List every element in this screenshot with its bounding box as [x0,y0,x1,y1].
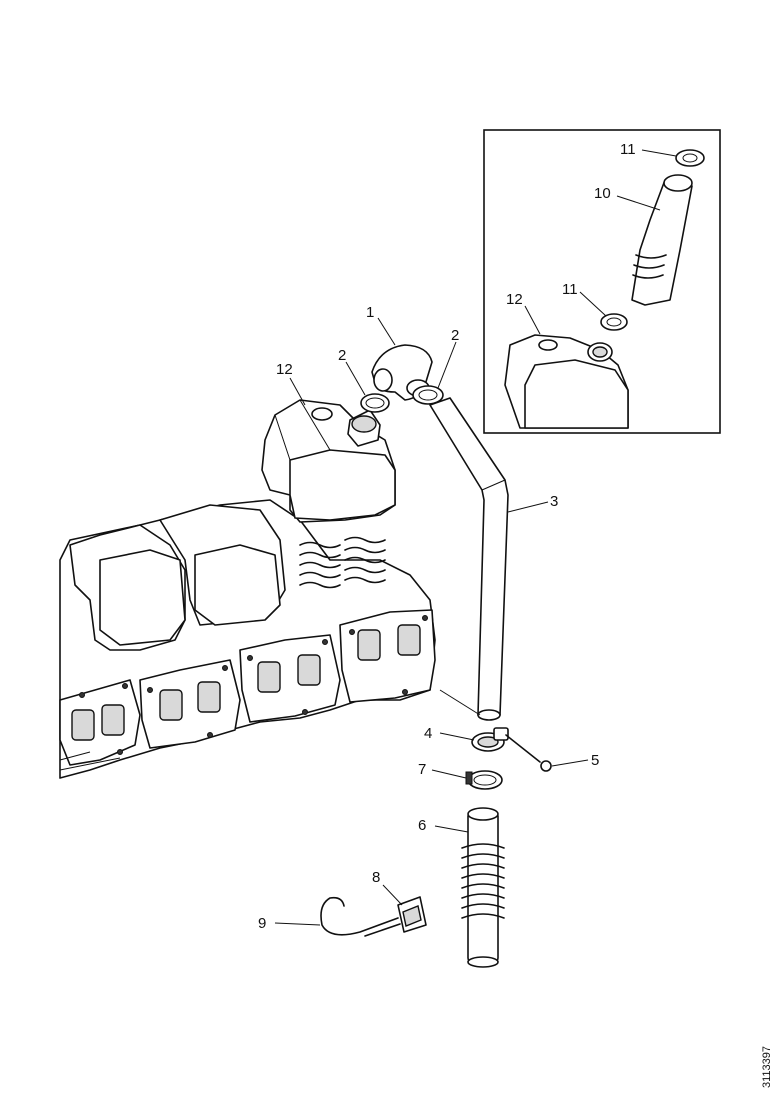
callout-11-top: 11 [620,141,636,158]
rocker-cover-housing [261,399,396,523]
callout-6: 6 [418,817,426,834]
callout-4: 4 [424,725,432,742]
callout-8: 8 [372,869,380,886]
document-number: 3113397 [761,1046,773,1088]
cable-tie [320,896,401,937]
callout-12-main: 12 [276,361,293,378]
callout-12-inset: 12 [506,291,523,308]
leader-lines [274,149,677,926]
callout-9: 9 [258,915,266,932]
callout-10: 10 [594,185,611,202]
callout-2-left: 2 [338,347,346,364]
callout-5: 5 [591,752,599,769]
callout-7: 7 [418,761,426,778]
inset-detail [483,129,721,434]
valve-springs [299,536,386,589]
hose-clamp-left [360,393,390,413]
hose-clip [465,770,503,790]
callout-2-right: 2 [451,327,459,344]
clamp-assembly [471,727,509,752]
engine-cylinder-heads [59,499,436,779]
callout-labels: 1 2 2 3 4 5 6 7 8 9 10 11 11 12 12 [258,141,636,932]
hose-clamp-right [412,385,444,405]
breather-hose [429,397,509,721]
screw [505,734,552,772]
drain-hose [461,807,505,968]
mounting-bracket [397,896,427,933]
callout-1: 1 [366,304,374,321]
callout-11-bottom: 11 [562,281,578,298]
callout-3: 3 [550,493,558,510]
